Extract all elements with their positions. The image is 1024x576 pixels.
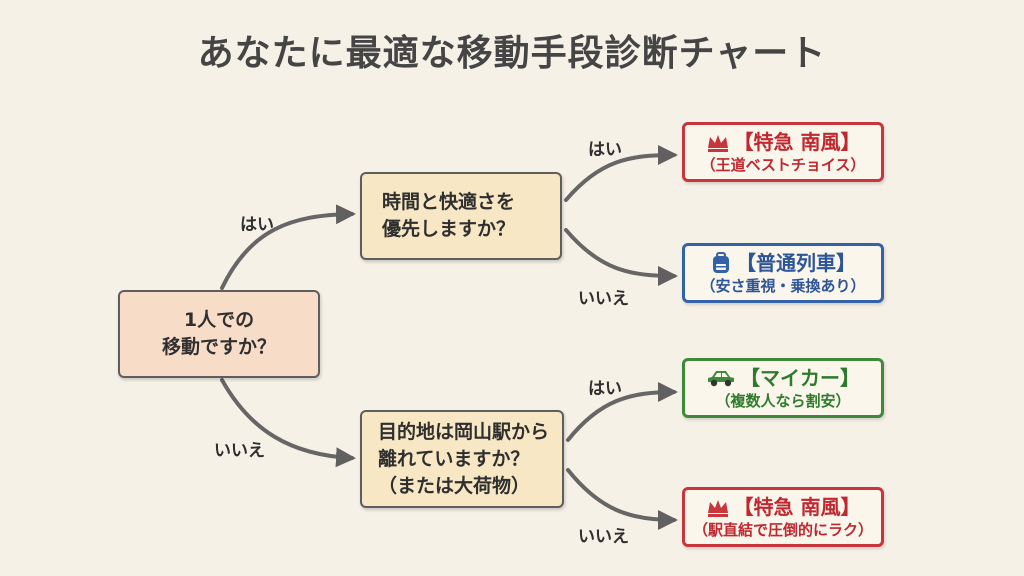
edge-label-q2-yes: はい [588,379,622,399]
arrow-q2-no [566,468,678,530]
result-title: 【マイカー】 [740,366,860,390]
result-private-car: 【マイカー】 （複数人なら割安） [682,358,884,418]
question-comfort-line1: 時間と快適さを [382,191,516,213]
edge-label-q1-no: いいえ [578,289,629,309]
result-title: 【普通列車】 [736,251,856,275]
result-subtitle: （複数人なら割安） [715,392,851,410]
crown-icon [706,497,730,517]
result-title: 【特急 南風】 [733,495,861,519]
edge-label-start-no: いいえ [214,441,265,461]
edge-label-start-yes: はい [240,215,274,235]
result-subtitle: （安さ重視・乗換あり） [700,277,866,295]
start-question-line2: 移動ですか？ [161,336,276,358]
crown-icon [706,132,730,152]
result-local-train: 【普通列車】 （安さ重視・乗換あり） [682,243,884,303]
car-icon [706,368,736,388]
result-express-nankaze-direct: 【特急 南風】 （駅直結で圧倒的にラク） [682,487,884,547]
question-destination-line2: 離れていますか？ [378,447,530,470]
backpack-icon [710,252,732,274]
result-express-nankaze: 【特急 南風】 （王道ベストチョイス） [682,122,884,182]
arrow-start-no [220,378,356,468]
question-comfort-line2: 優先しますか？ [382,218,516,240]
result-title: 【特急 南風】 [733,130,861,154]
start-question: 1人での 移動ですか？ [118,290,320,378]
start-question-line1: 1人での [183,309,255,331]
chart-title: あなたに最適な移動手段診断チャート [197,33,827,74]
result-subtitle: （王道ベストチョイス） [700,156,866,174]
arrow-q1-yes [564,145,678,202]
question-comfort: 時間と快適さを 優先しますか？ [360,172,562,260]
arrow-q1-no [564,228,678,286]
arrow-start-yes [220,204,356,290]
edge-label-q1-yes: はい [588,140,622,160]
question-destination-line3: （または大荷物） [378,474,531,497]
result-subtitle: （駅直結で圧倒的にラク） [692,521,873,539]
arrow-q2-yes [566,382,678,442]
question-destination-line1: 目的地は岡山駅から [378,420,550,443]
question-destination: 目的地は岡山駅から 離れていますか？ （または大荷物） [360,410,564,508]
edge-label-q2-no: いいえ [578,527,629,547]
